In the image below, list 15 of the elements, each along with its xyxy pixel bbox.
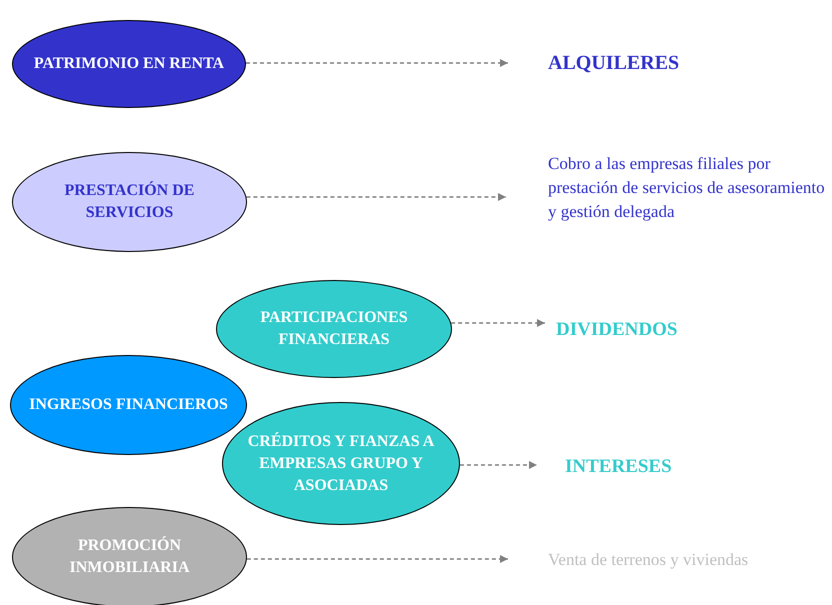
category-ellipse: PROMOCIÓN INMOBILIARIA — [12, 507, 247, 605]
category-ellipse: PRESTACIÓN DE SERVICIOS — [12, 152, 247, 252]
result-description: Cobro a las empresas filiales por prestación de servicios de asesoramiento y gestión delegada — [506, 146, 832, 230]
result-label: ALQUILERES — [508, 48, 728, 78]
result-description: Venta de terrenos y viviendas — [508, 546, 808, 574]
result-label: INTERESES — [537, 453, 717, 481]
dashed-arrow — [460, 461, 537, 469]
category-ellipse: INGRESOS FINANCIEROS — [10, 355, 247, 455]
category-ellipse: PATRIMONIO EN RENTA — [12, 20, 246, 108]
dashed-arrow — [246, 555, 508, 563]
dashed-arrow — [246, 59, 508, 67]
dashed-arrow — [451, 319, 545, 327]
result-label: DIVIDENDOS — [545, 316, 725, 344]
category-ellipse: PARTICIPACIONES FINANCIERAS — [216, 280, 452, 378]
dashed-arrow — [246, 193, 506, 201]
